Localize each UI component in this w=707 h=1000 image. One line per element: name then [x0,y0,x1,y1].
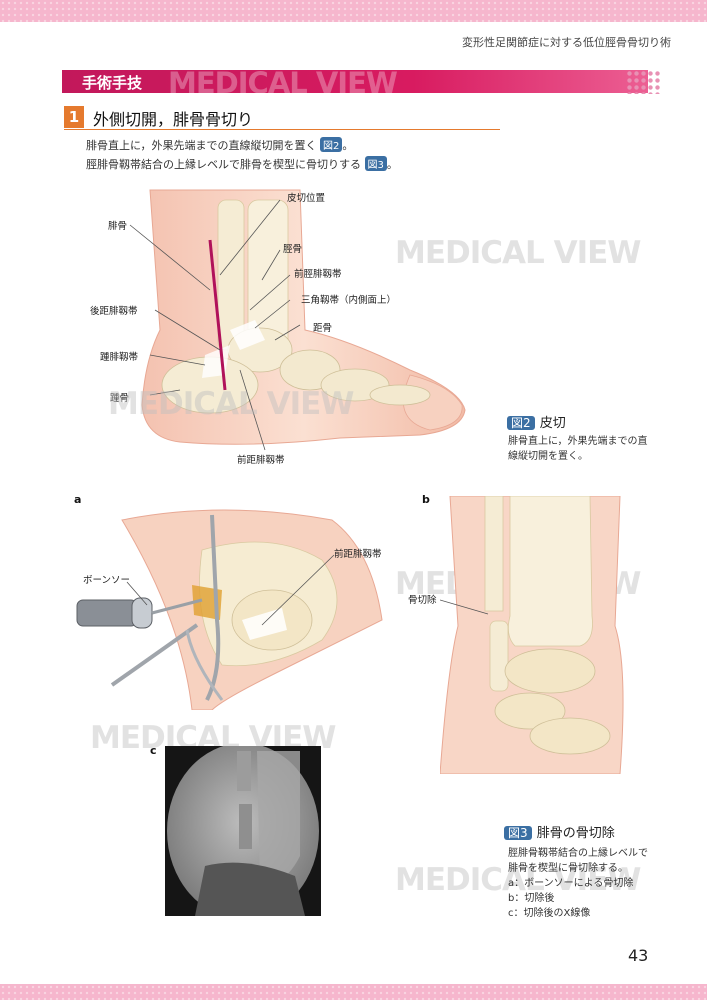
figure-3c-xray-image [165,746,321,916]
figure-3-caption-line-1: 脛腓骨靱帯結合の上縁レベルで [508,848,648,859]
dot-pattern [626,70,662,94]
label-incision: 皮切位置 [287,193,326,204]
step-number: 1 [64,106,84,128]
figure-3-label: 図3 [504,826,532,840]
figure-3-caption-head: 図3 腓骨の骨切除 [504,822,615,841]
label-ant-tibiofib: 前脛腓靱帯 [294,269,342,280]
figure-2-label: 図2 [507,416,535,430]
figure-3-caption-line-5: c：切除後のX線像 [508,908,591,919]
body-line-2: 脛腓骨靱帯結合の上縁レベルで腓骨を楔型に骨切りする 図3。 [86,156,398,172]
figure-3a-surgery-illustration [76,509,383,710]
bottom-decorative-band [0,984,707,1000]
panel-b-letter: b [422,493,430,506]
figure-2-caption-text: 腓骨直上に，外果先端までの直 線縦切開を置く。 [508,434,648,464]
body-end-2: 。 [386,158,398,171]
step-title: 外側切開，腓骨骨切り [93,110,254,129]
watermark-5: MEDICAL VIEW [395,862,641,898]
fibula-bone-b [484,496,504,612]
label-tibia: 脛骨 [283,244,303,255]
label-post-talofib: 後距腓靱帯 [90,306,138,317]
label-talus: 距骨 [313,323,333,334]
body-text-2: 脛腓骨靱帯結合の上縁レベルで腓骨を楔型に骨切りする [86,158,361,171]
label-calcaneus: 踵骨 [110,393,130,404]
figure-ref-3[interactable]: 図3 [364,156,387,171]
tibia-bone-b [507,496,593,647]
label-deltoid: 三角靱帯（内側面上） [301,295,397,306]
top-decorative-band [0,0,707,22]
figure-3b-post-resection-illustration [440,496,624,774]
label-bone-saw: ボーンソー [83,575,131,586]
figure-3-caption-line-4: b：切除後 [508,893,555,904]
figure-2-caption-line-2: 線縦切開を置く。 [508,451,588,462]
figure-2-title: 皮切 [539,416,566,431]
body-text-1: 腓骨直上に，外果先端までの直線縦切開を置く [86,139,317,152]
panel-a-letter: a [74,493,82,506]
label-ant-talofib: 前距腓靱帯 [237,455,285,466]
panel-c-letter: c [150,744,157,757]
label-calcaneofib: 踵腓靱帯 [100,352,139,363]
figure-3-title: 腓骨の骨切除 [536,826,615,841]
bone-saw [76,599,138,627]
incision-line [208,239,227,391]
figure-2-ankle-illustration [129,189,466,451]
figure-3-caption-line-3: a：ボーンソーによる骨切除 [508,878,634,889]
figure-2-caption-line-1: 腓骨直上に，外果先端までの直 [508,436,648,447]
body-end-1: 。 [342,139,354,152]
label-fibula: 腓骨 [108,221,128,232]
step-underline [64,129,500,130]
watermark-2: MEDICAL VIEW [108,386,354,422]
figure-2-caption-head: 図2 皮切 [507,412,566,431]
section-bar [62,70,648,93]
section-watermark: MEDICAL VIEW [168,66,398,100]
figure-3-caption-line-2: 腓骨を楔型に骨切除する。 [508,863,628,874]
label-ant-talofib-a: 前距腓靱帯 [334,549,382,560]
running-head: 変形性足関節症に対する低位脛骨骨切り術 [462,36,671,49]
page-number: 43 [628,946,649,965]
body-line-1: 腓骨直上に，外果先端までの直線縦切開を置く 図2。 [86,137,353,153]
section-title: 手術手技 [82,74,143,92]
label-resection: 骨切除 [408,595,437,606]
watermark-1: MEDICAL VIEW [395,235,641,271]
figure-3-caption-text: 脛腓骨靱帯結合の上縁レベルで 腓骨を楔型に骨切除する。 a：ボーンソーによる骨切… [508,846,648,921]
figure-ref-2[interactable]: 図2 [319,137,343,152]
